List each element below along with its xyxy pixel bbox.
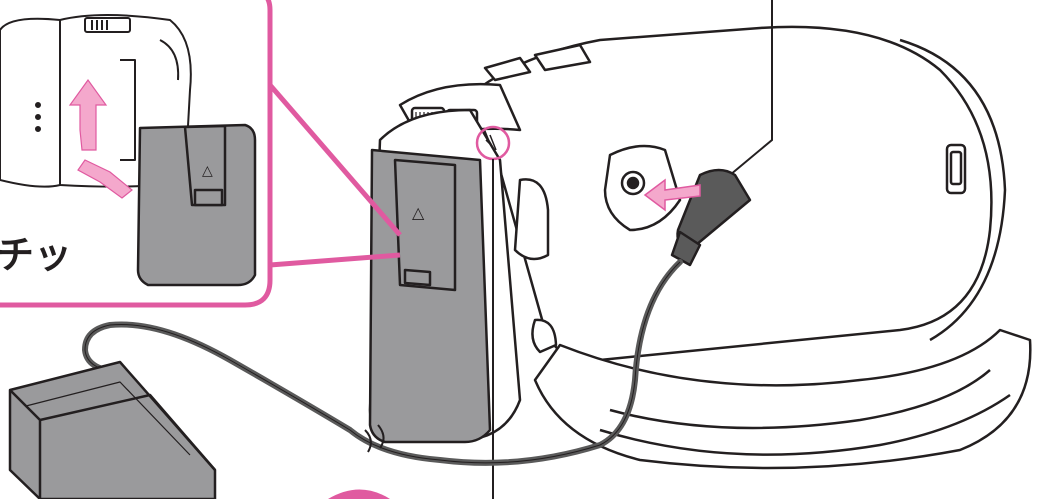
inset-battery-mark: △ bbox=[202, 163, 213, 179]
callout-tab bbox=[328, 490, 390, 499]
battery-mark: △ bbox=[412, 203, 425, 222]
ac-adaptor bbox=[10, 362, 215, 499]
battery-pack bbox=[370, 150, 490, 442]
inset-caption: チッ bbox=[0, 233, 72, 277]
